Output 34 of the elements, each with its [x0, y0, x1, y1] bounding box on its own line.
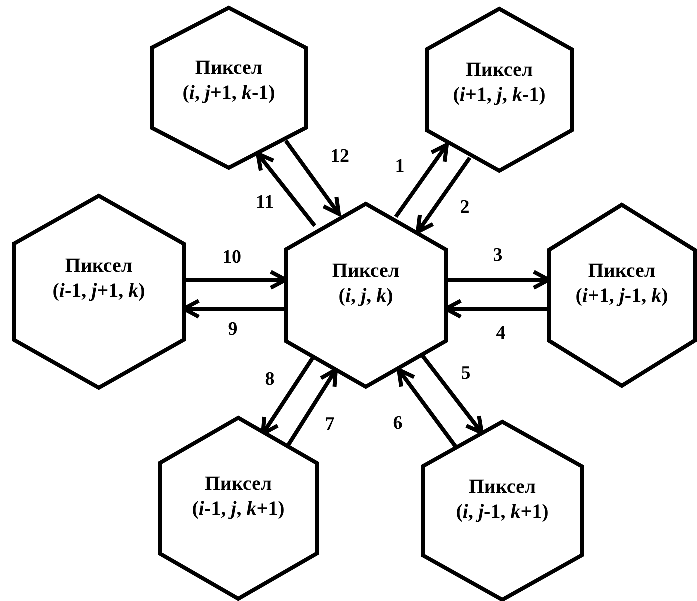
arrow: [284, 140, 341, 216]
arrow: [420, 354, 484, 435]
pixel-title: Пиксел: [65, 254, 133, 279]
edge-label: 2: [460, 197, 470, 219]
pixel-coordinates: (i-1, j+1, k): [52, 278, 146, 304]
arrow: [286, 368, 338, 448]
arrow: [416, 156, 472, 234]
pixel-coordinates: (i-1, j, k+1): [192, 497, 285, 522]
arrow: [397, 368, 458, 448]
pixel-title: Пиксел: [468, 475, 536, 500]
arrow: [256, 152, 317, 228]
edge-label: 8: [265, 369, 275, 391]
edge-label: 10: [222, 247, 242, 269]
pixel-coordinates: (i+1, j-1, k): [576, 284, 668, 310]
edge-label: 1: [395, 156, 405, 178]
edge-label: 7: [325, 414, 335, 436]
arrow: [394, 143, 449, 218]
edge-label: 12: [330, 146, 350, 168]
edge-label: 9: [228, 319, 238, 341]
edge-label: 4: [496, 323, 506, 345]
pixel-title: Пиксел: [204, 472, 272, 498]
edge-label: 11: [256, 192, 274, 214]
edge-label: 3: [493, 245, 503, 267]
pixel-title: Пиксел: [332, 258, 400, 284]
pixel-title: Пиксел: [195, 56, 263, 81]
pixel-coordinates: (i, j, k): [338, 284, 394, 309]
edge-label: 5: [461, 363, 471, 385]
arrow: [261, 356, 315, 436]
pixel-coordinates: (i+1, j, k-1): [453, 82, 546, 108]
pixel-coordinates: (i, j-1, k+1): [456, 500, 549, 526]
pixel-coordinates: (i, j+1, k-1): [182, 81, 276, 106]
edge-label: 6: [393, 413, 403, 435]
pixel-title: Пиксел: [588, 259, 656, 284]
pixel-title: Пиксел: [466, 58, 534, 83]
